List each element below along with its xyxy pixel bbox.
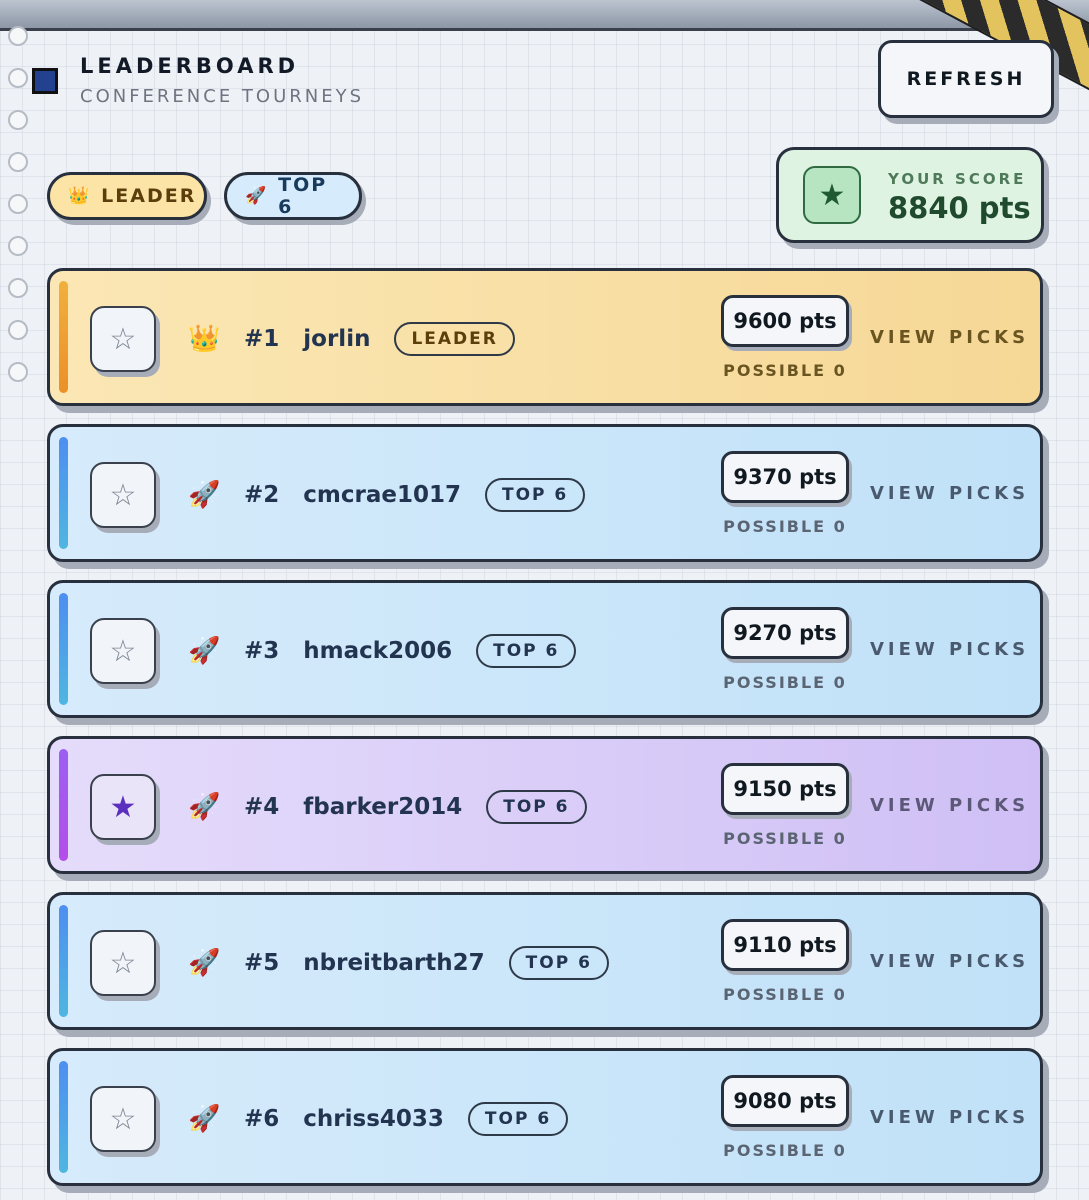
status-badge: TOP 6 (508, 946, 609, 980)
points-pill: 9270 pts (721, 607, 849, 659)
favorite-star-button[interactable]: ☆ (90, 930, 156, 996)
page-subtitle: CONFERENCE TOURNEYS (80, 86, 365, 107)
ring-icon (8, 110, 28, 130)
points-pill: 9600 pts (721, 295, 849, 347)
status-badge: TOP 6 (467, 1102, 569, 1136)
leaderboard-row: ☆ 🚀 #5 nbreitbarth27 TOP 6 9110 pts POSS… (47, 892, 1043, 1030)
view-picks-link[interactable]: VIEW PICKS (870, 951, 1030, 972)
rank-number: #1 (244, 326, 280, 352)
possible-points: POSSIBLE 0 (723, 361, 847, 380)
player-name: fbarker2014 (303, 794, 463, 820)
ring-icon (8, 236, 28, 256)
star-icon: ★ (803, 166, 861, 224)
ring-icon (8, 68, 28, 88)
leaderboard-row: ☆ 👑 #1 jorlin LEADER 9600 pts POSSIBLE 0… (47, 268, 1043, 406)
crown-icon: 👑 (68, 186, 92, 206)
leaderboard-row: ☆ 🚀 #2 cmcrae1017 TOP 6 9370 pts POSSIBL… (47, 424, 1043, 562)
points-pill: 9370 pts (721, 451, 849, 503)
logo-square-icon (32, 68, 58, 94)
possible-points: POSSIBLE 0 (723, 1141, 847, 1160)
refresh-button[interactable]: REFRESH (878, 40, 1054, 118)
crown-icon: 👑 (188, 324, 221, 354)
player-name: jorlin (303, 326, 371, 352)
rank-number: #6 (244, 1106, 280, 1132)
view-picks-link[interactable]: VIEW PICKS (870, 795, 1030, 816)
filter-chip-label: TOP 6 (278, 174, 328, 218)
player-name: nbreitbarth27 (303, 950, 485, 976)
row-accent-bar (59, 1061, 68, 1173)
favorite-star-button[interactable]: ★ (90, 774, 156, 840)
rocket-icon: 🚀 (188, 792, 221, 822)
possible-points: POSSIBLE 0 (723, 517, 847, 536)
ring-icon (8, 152, 28, 172)
filter-chip-label: LEADER (101, 185, 197, 207)
points-pill: 9080 pts (721, 1075, 849, 1127)
rank-number: #2 (244, 482, 280, 508)
page-title: LEADERBOARD (80, 54, 300, 78)
row-accent-bar (59, 749, 68, 861)
points-pill: 9150 pts (721, 763, 849, 815)
rocket-icon: 🚀 (188, 480, 221, 510)
status-badge: TOP 6 (476, 634, 577, 668)
player-name: chriss4033 (303, 1106, 444, 1132)
ring-icon (8, 278, 28, 298)
row-accent-bar (59, 281, 68, 393)
ring-icon (8, 194, 28, 214)
possible-points: POSSIBLE 0 (723, 985, 847, 1004)
rank-number: #3 (244, 638, 280, 664)
ring-icon (8, 26, 28, 46)
possible-points: POSSIBLE 0 (723, 829, 847, 848)
ring-icon (8, 320, 28, 340)
favorite-star-button[interactable]: ☆ (90, 618, 156, 684)
player-name: hmack2006 (303, 638, 453, 664)
favorite-star-button[interactable]: ☆ (90, 1086, 156, 1152)
status-badge: TOP 6 (485, 478, 586, 512)
favorite-star-button[interactable]: ☆ (90, 462, 156, 528)
rank-number: #4 (244, 794, 280, 820)
view-picks-link[interactable]: VIEW PICKS (870, 483, 1030, 504)
leaderboard-row: ☆ 🚀 #3 hmack2006 TOP 6 9270 pts POSSIBLE… (47, 580, 1043, 718)
rank-number: #5 (244, 950, 280, 976)
row-accent-bar (59, 437, 68, 549)
ring-icon (8, 362, 28, 382)
possible-points: POSSIBLE 0 (723, 673, 847, 692)
status-badge: LEADER (394, 322, 515, 356)
row-accent-bar (59, 593, 68, 705)
player-name: cmcrae1017 (303, 482, 461, 508)
rocket-icon: 🚀 (188, 948, 221, 978)
favorite-star-button[interactable]: ☆ (90, 306, 156, 372)
your-score-value: 8840 pts (888, 191, 1031, 225)
view-picks-link[interactable]: VIEW PICKS (870, 639, 1030, 660)
row-accent-bar (59, 905, 68, 1017)
view-picks-link[interactable]: VIEW PICKS (870, 1107, 1030, 1128)
status-badge: TOP 6 (486, 790, 587, 824)
rocket-icon: 🚀 (245, 186, 269, 206)
top-bar (0, 0, 1089, 31)
your-score-card: ★ YOUR SCORE 8840 pts (776, 147, 1044, 243)
leaderboard-row: ☆ 🚀 #6 chriss4033 TOP 6 9080 pts POSSIBL… (47, 1048, 1043, 1186)
view-picks-link[interactable]: VIEW PICKS (870, 327, 1030, 348)
rocket-icon: 🚀 (188, 636, 221, 666)
your-score-label: YOUR SCORE (888, 170, 1027, 188)
rocket-icon: 🚀 (188, 1104, 221, 1134)
leaderboard-row: ★ 🚀 #4 fbarker2014 TOP 6 9150 pts POSSIB… (47, 736, 1043, 874)
filter-chip-top6[interactable]: 🚀 TOP 6 (224, 172, 362, 220)
filter-chip-leader[interactable]: 👑 LEADER (47, 172, 207, 220)
points-pill: 9110 pts (721, 919, 849, 971)
